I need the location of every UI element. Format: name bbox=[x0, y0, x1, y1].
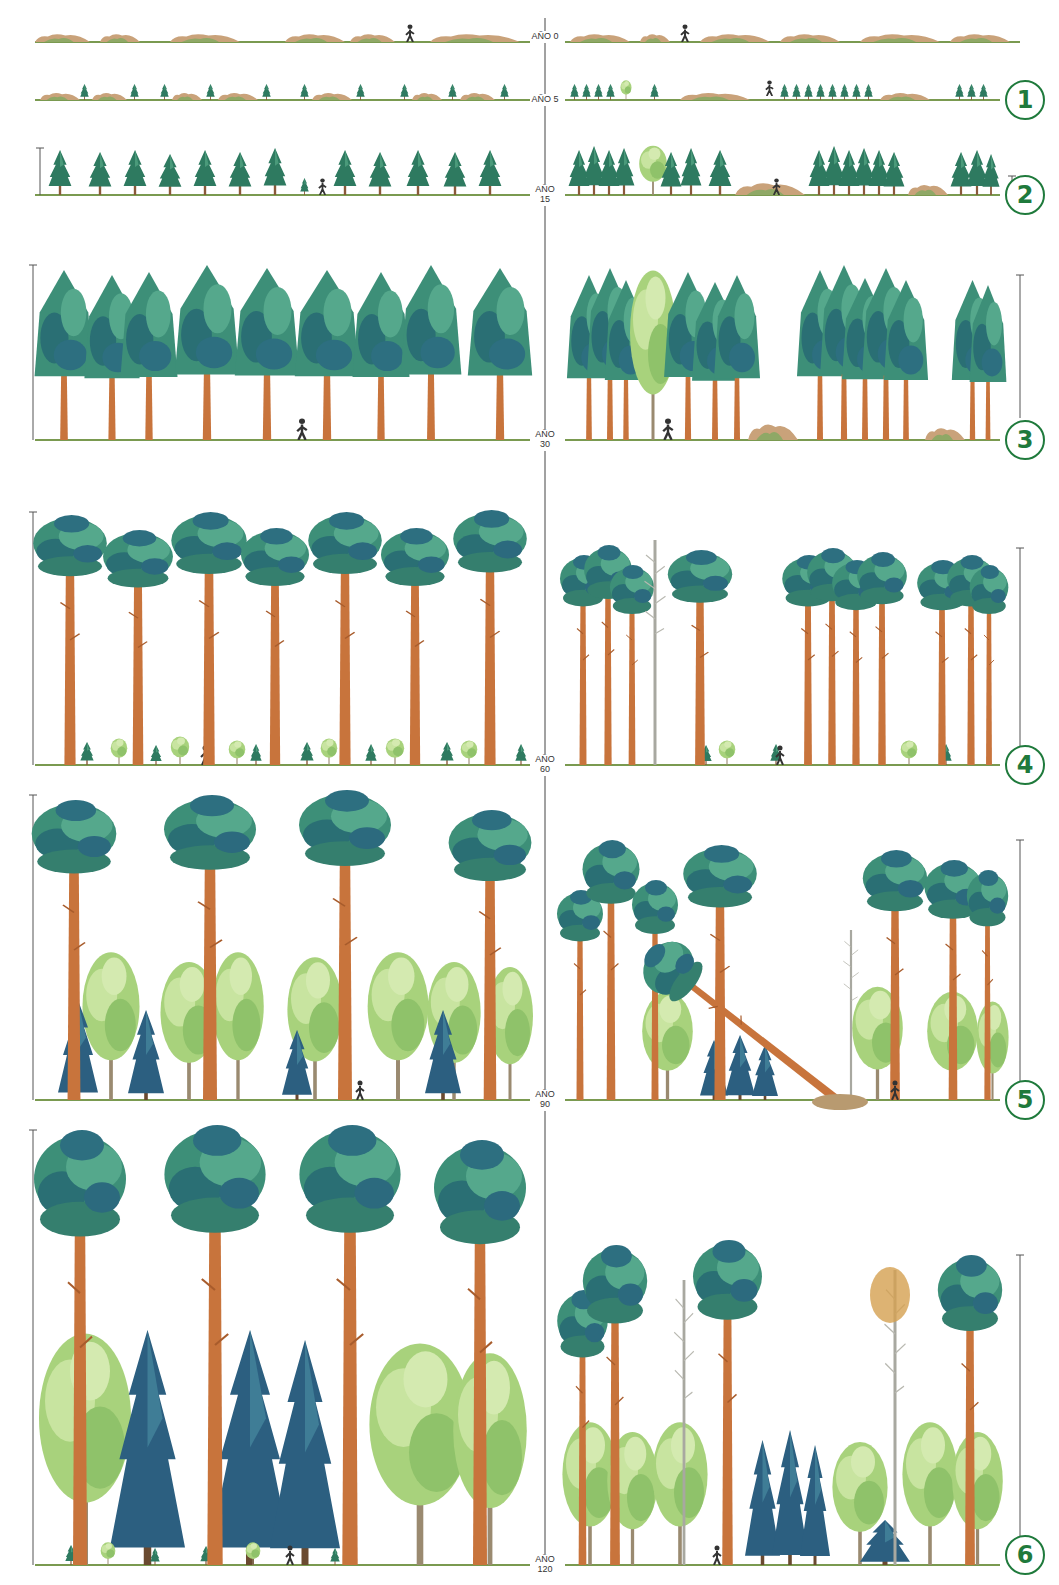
step-circle: 6 bbox=[1005, 1535, 1045, 1575]
step-circle: 5 bbox=[1005, 1080, 1045, 1120]
year-label: AÑO 90 bbox=[531, 1089, 559, 1111]
step-circle: 2 bbox=[1005, 175, 1045, 215]
year-label: AÑO 0 bbox=[531, 31, 559, 43]
step-number: 2 bbox=[1017, 183, 1034, 207]
year-label: AÑO 120 bbox=[531, 1554, 559, 1576]
step-number: 6 bbox=[1017, 1543, 1034, 1567]
step-circle: 3 bbox=[1005, 420, 1045, 460]
year-label: AÑO 15 bbox=[531, 184, 559, 206]
year-label: AÑO 5 bbox=[531, 94, 559, 106]
step-number: 1 bbox=[1017, 88, 1034, 112]
year-label: AÑO 30 bbox=[531, 429, 559, 451]
year-label: AÑO 60 bbox=[531, 754, 559, 776]
step-number: 4 bbox=[1017, 753, 1034, 777]
step-number: 3 bbox=[1017, 428, 1034, 452]
step-circle: 1 bbox=[1005, 80, 1045, 120]
step-circle: 4 bbox=[1005, 745, 1045, 785]
step-number: 5 bbox=[1017, 1088, 1034, 1112]
